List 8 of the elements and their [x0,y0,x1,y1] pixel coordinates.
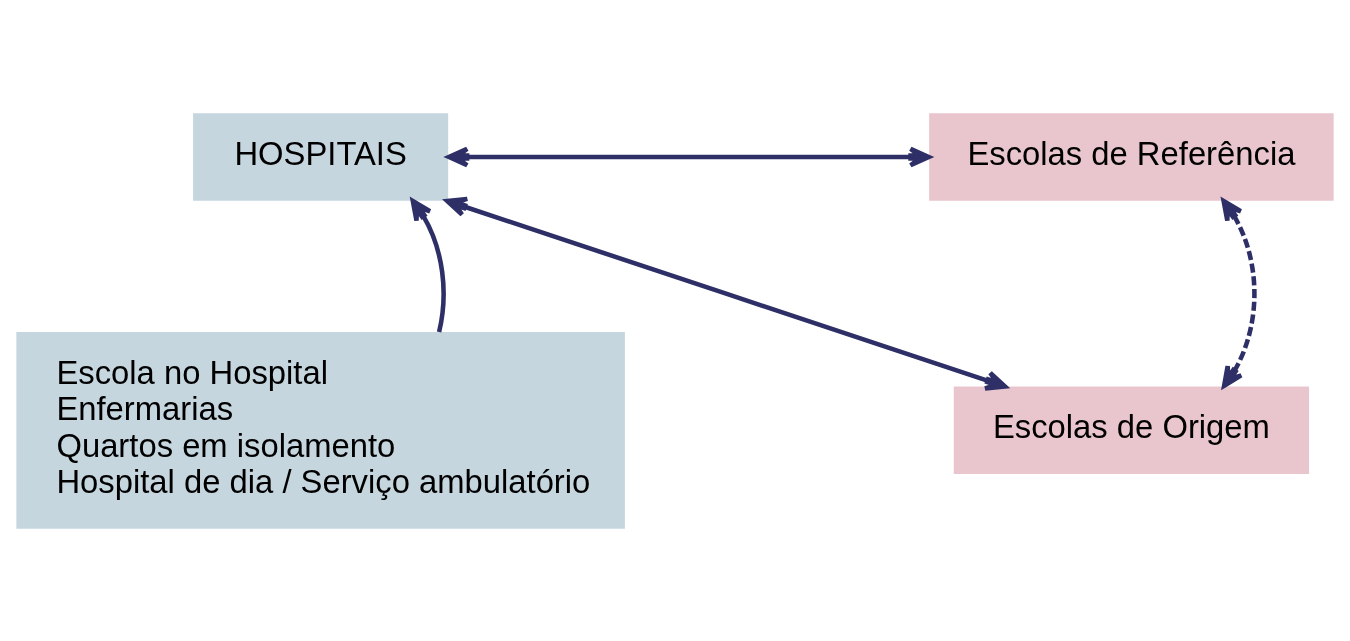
arrow [445,196,1008,391]
node-box: Escola no Hospital Enfermarias Quartos em isolamento Hospital de dia / Serviço ambulatório [16,331,625,529]
arrow [1221,198,1257,388]
node-box: Escolas de Origem [953,386,1310,474]
node-box: HOSPITAIS [193,112,449,201]
arrow [410,198,446,332]
arrow [446,146,932,167]
node-box: Escolas de Referência [929,112,1334,201]
